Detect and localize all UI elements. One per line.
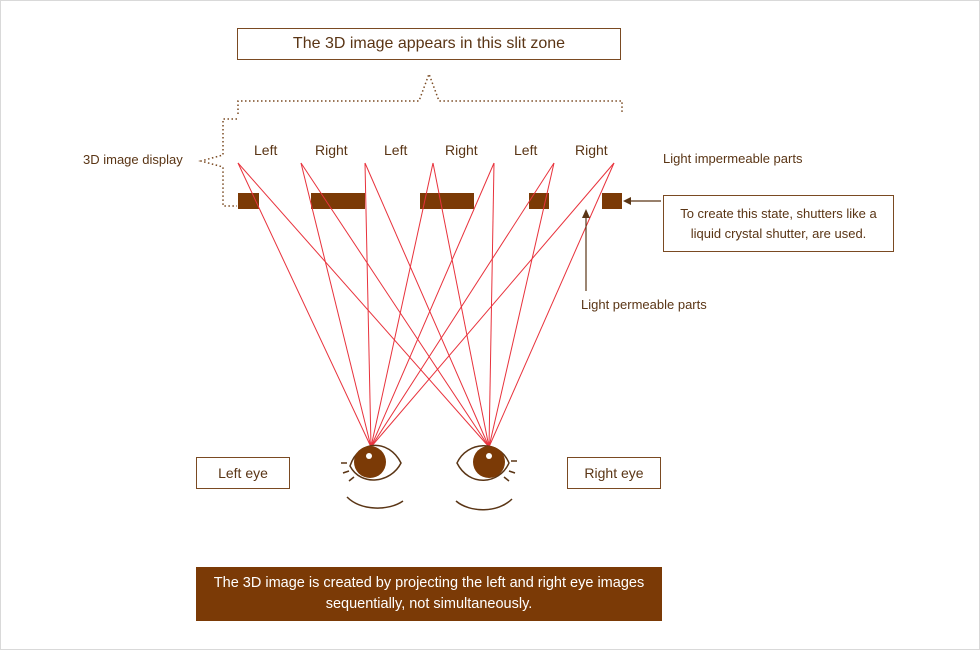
impermeable-parts-label: Light impermeable parts [663,151,803,166]
light-ray [488,162,495,448]
light-ray [237,162,372,448]
light-ray [488,162,615,448]
shutter-note: To create this state, shutters like a li… [663,195,894,252]
light-ray [370,162,555,448]
slit-label-right: Right [315,142,348,158]
shutter-bar [529,193,549,209]
light-ray [370,162,615,448]
slit-zone-bracket [237,71,623,114]
display-bracket [198,118,237,207]
arrows [582,197,661,291]
slit-zone-title: The 3D image appears in this slit zone [237,28,621,60]
shutter-bar [311,193,365,209]
light-ray [488,162,555,448]
light-ray [300,162,372,448]
arrowhead [582,209,590,218]
slit-label-left: Left [384,142,408,158]
left-eye-label: Left eye [196,457,290,489]
right-eye-drawing [455,445,517,511]
arrowhead [623,197,631,205]
light-ray [370,162,434,448]
slit-label-right: Right [445,142,478,158]
caption-banner: The 3D image is created by projecting th… [196,567,662,621]
slit-label-left: Left [254,142,278,158]
slit-label-left: Left [514,142,538,158]
light-rays [237,162,615,448]
light-ray [370,162,495,448]
slit-label-right: Right [575,142,608,158]
left-eye-drawing [341,444,404,509]
light-ray [300,162,490,448]
light-ray [364,162,490,448]
light-ray [237,162,490,448]
shutter-bar [420,193,474,209]
permeable-parts-label: Light permeable parts [581,297,707,312]
light-ray [432,162,490,448]
shutter-bar [602,193,622,209]
shutter-bars [238,193,622,209]
display-label: 3D image display [83,152,183,167]
light-ray [364,162,372,448]
right-eye-label: Right eye [567,457,661,489]
